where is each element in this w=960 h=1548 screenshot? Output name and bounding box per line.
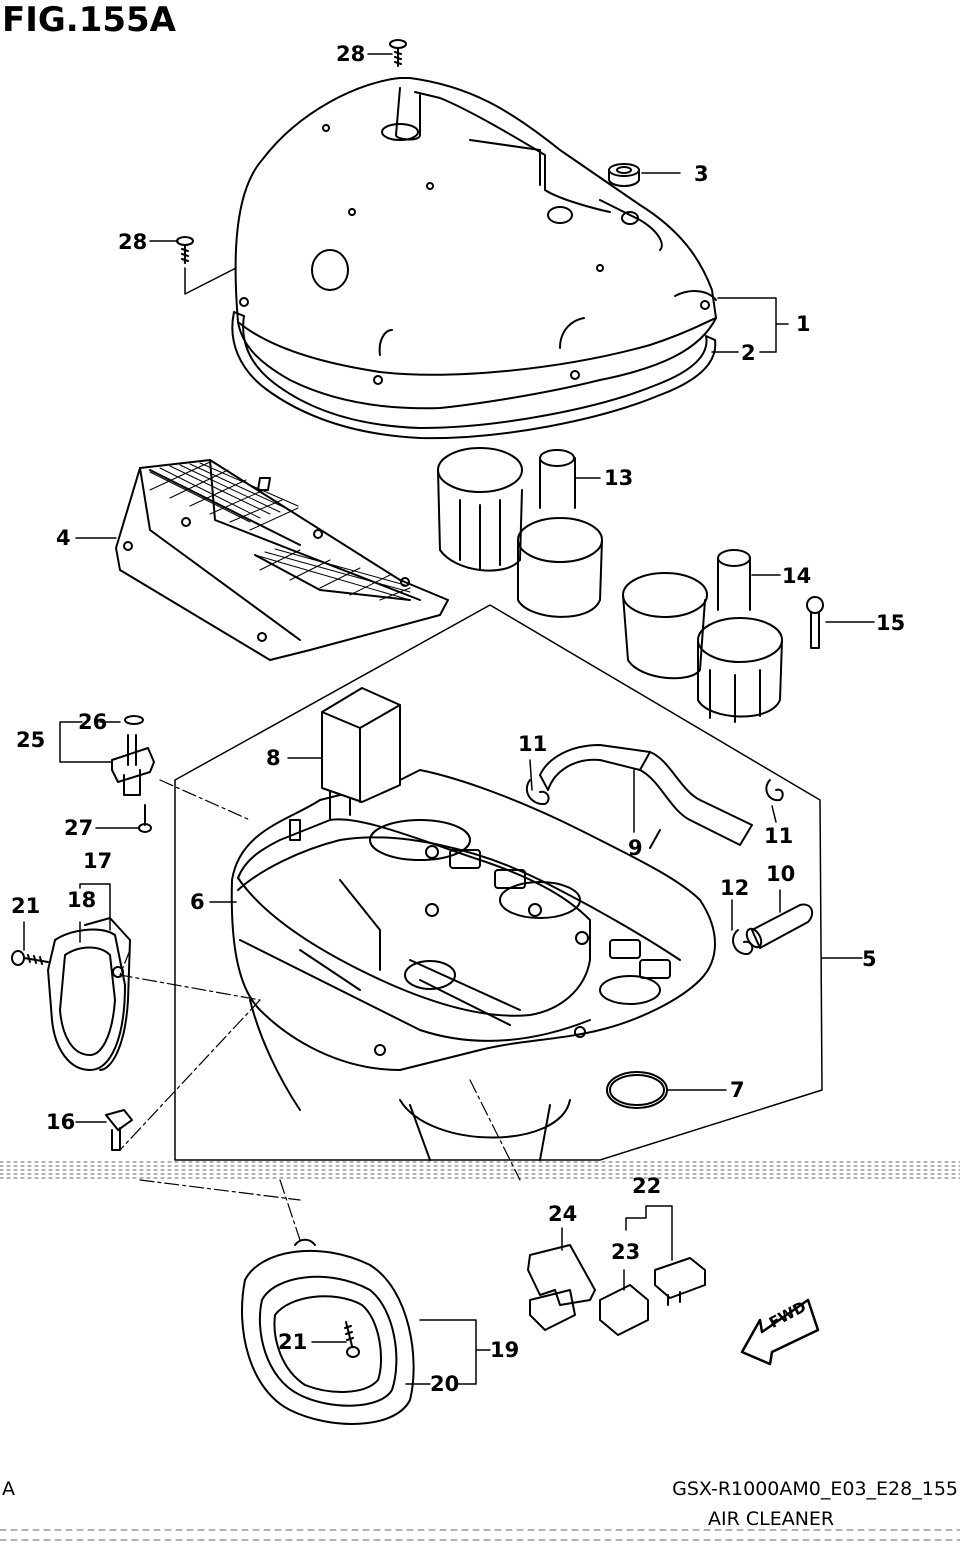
- callout-11: 11: [518, 732, 548, 756]
- screw: [11, 950, 49, 966]
- callout-11: 11: [764, 824, 794, 848]
- figure-title: FIG.155A: [2, 0, 176, 40]
- connector: [654, 1257, 706, 1306]
- case-gasket: [237, 818, 591, 1017]
- grommet: [608, 163, 640, 187]
- funnel-set-rear: [622, 549, 783, 723]
- callout-9: 9: [628, 836, 643, 860]
- callout-21: 21: [11, 894, 41, 918]
- intake-duct: [47, 917, 131, 1071]
- callout-21: 21: [278, 1330, 308, 1354]
- clamp: [525, 779, 550, 806]
- callout-19: 19: [490, 1338, 520, 1362]
- callout-6: 6: [190, 890, 205, 914]
- callout-4: 4: [56, 526, 71, 550]
- callout-24: 24: [548, 1202, 578, 1226]
- intake-air-sensor: [111, 715, 155, 796]
- callout-27: 27: [64, 816, 94, 840]
- callout-7: 7: [730, 1078, 745, 1102]
- section-name: AIR CLEANER: [708, 1508, 835, 1530]
- footer-left-code: A: [2, 1478, 15, 1500]
- callout-15: 15: [876, 611, 906, 635]
- breather-hose: [539, 744, 753, 849]
- callout-14: 14: [782, 564, 812, 588]
- callout-10: 10: [766, 862, 796, 886]
- cap-seal: [231, 297, 717, 440]
- callout-5: 5: [862, 947, 877, 971]
- callout-18: 18: [67, 888, 97, 912]
- funnel-set-front: [437, 447, 603, 618]
- callout-25: 25: [16, 728, 46, 752]
- callout-26: 26: [78, 710, 108, 734]
- callout-13: 13: [604, 466, 634, 490]
- scan-noise-band: [0, 1161, 960, 1541]
- lower-duct: [241, 1238, 415, 1425]
- callout-1: 1: [796, 312, 811, 336]
- screw: [138, 804, 152, 833]
- bolt: [105, 1109, 133, 1151]
- air-filter-element: [115, 459, 449, 661]
- callout-2: 2: [741, 341, 756, 365]
- callout-3: 3: [694, 162, 709, 186]
- connector: [599, 1284, 649, 1336]
- callout-28: 28: [118, 230, 148, 254]
- screw: [176, 236, 194, 264]
- alignment-lines: [119, 779, 521, 1241]
- air-cleaner-case: [174, 604, 823, 1161]
- pipe: [745, 903, 814, 949]
- callout-17: 17: [83, 849, 113, 873]
- fwd-arrow-icon: [740, 1298, 820, 1366]
- callout-28: 28: [336, 42, 366, 66]
- callout-23: 23: [611, 1240, 641, 1264]
- bolt: [806, 596, 824, 649]
- clamp: [765, 779, 784, 802]
- wire-holder: [527, 1244, 596, 1331]
- o-ring: [606, 1071, 668, 1109]
- screw: [344, 1321, 360, 1358]
- leader-lines: [23, 53, 875, 1385]
- rubber-block: [321, 687, 401, 803]
- callout-16: 16: [46, 1110, 76, 1134]
- air-cleaner-cap: [234, 77, 717, 410]
- callout-22: 22: [632, 1174, 662, 1198]
- callout-20: 20: [430, 1372, 460, 1396]
- model-code: GSX-R1000AM0_E03_E28_155: [672, 1478, 958, 1500]
- callout-8: 8: [266, 746, 281, 770]
- screw: [389, 39, 407, 67]
- callout-12: 12: [720, 876, 750, 900]
